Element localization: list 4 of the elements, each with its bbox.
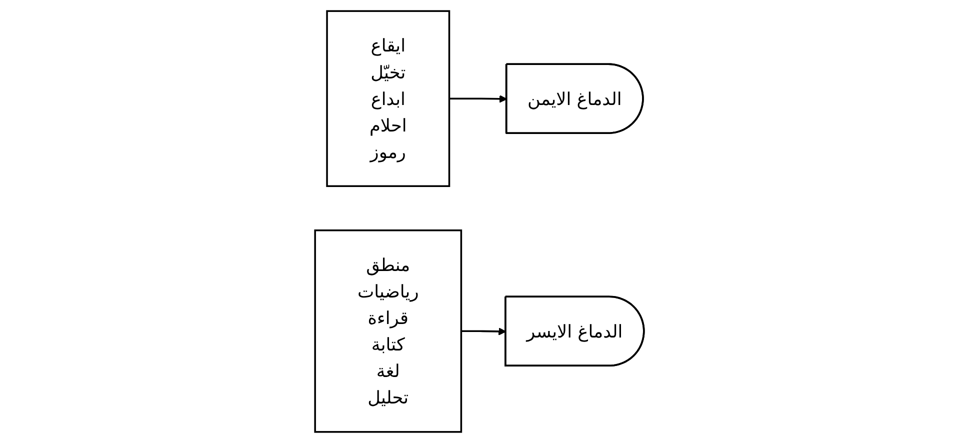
node-box: ايقاع تخيّل ابداع احلام رموز xyxy=(326,10,450,188)
node-box: منطق رياضيات قراءة كتابة لغة تحليل xyxy=(314,229,462,433)
arrow xyxy=(460,328,506,336)
arrow xyxy=(448,95,507,103)
